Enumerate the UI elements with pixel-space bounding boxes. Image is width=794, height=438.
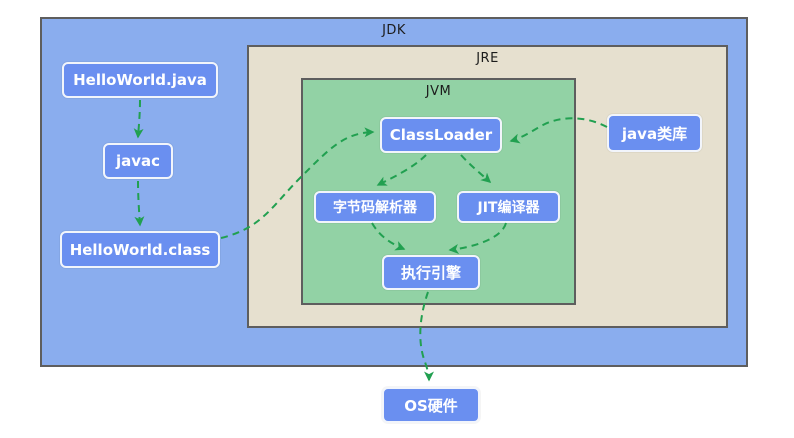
node-os-hardware: OS硬件 — [382, 387, 480, 423]
node-jit-compiler: JIT编译器 — [457, 191, 560, 223]
jdk-label: JDK — [382, 23, 406, 38]
node-helloworld-java: HelloWorld.java — [62, 62, 218, 98]
node-classloader: ClassLoader — [380, 117, 502, 153]
node-classloader-label: ClassLoader — [389, 126, 493, 144]
node-java-lib: java类库 — [607, 114, 702, 152]
node-exec-engine-label: 执行引擎 — [400, 264, 461, 282]
node-helloworld-class-label: HelloWorld.class — [69, 240, 211, 259]
node-java-lib-label: java类库 — [621, 124, 688, 143]
jre-label: JRE — [476, 51, 499, 66]
node-exec-engine: 执行引擎 — [382, 255, 480, 290]
node-helloworld-java-label: HelloWorld.java — [73, 71, 207, 89]
jvm-label: JVM — [425, 84, 452, 99]
node-os-hardware-label: OS硬件 — [404, 396, 458, 415]
node-bytecode-parser: 字节码解析器 — [314, 191, 436, 223]
node-jit-compiler-label: JIT编译器 — [477, 200, 540, 216]
node-javac: javac — [103, 143, 173, 179]
node-helloworld-class: HelloWorld.class — [60, 231, 220, 268]
node-javac-label: javac — [115, 152, 161, 170]
node-bytecode-parser-label: 字节码解析器 — [333, 200, 417, 216]
